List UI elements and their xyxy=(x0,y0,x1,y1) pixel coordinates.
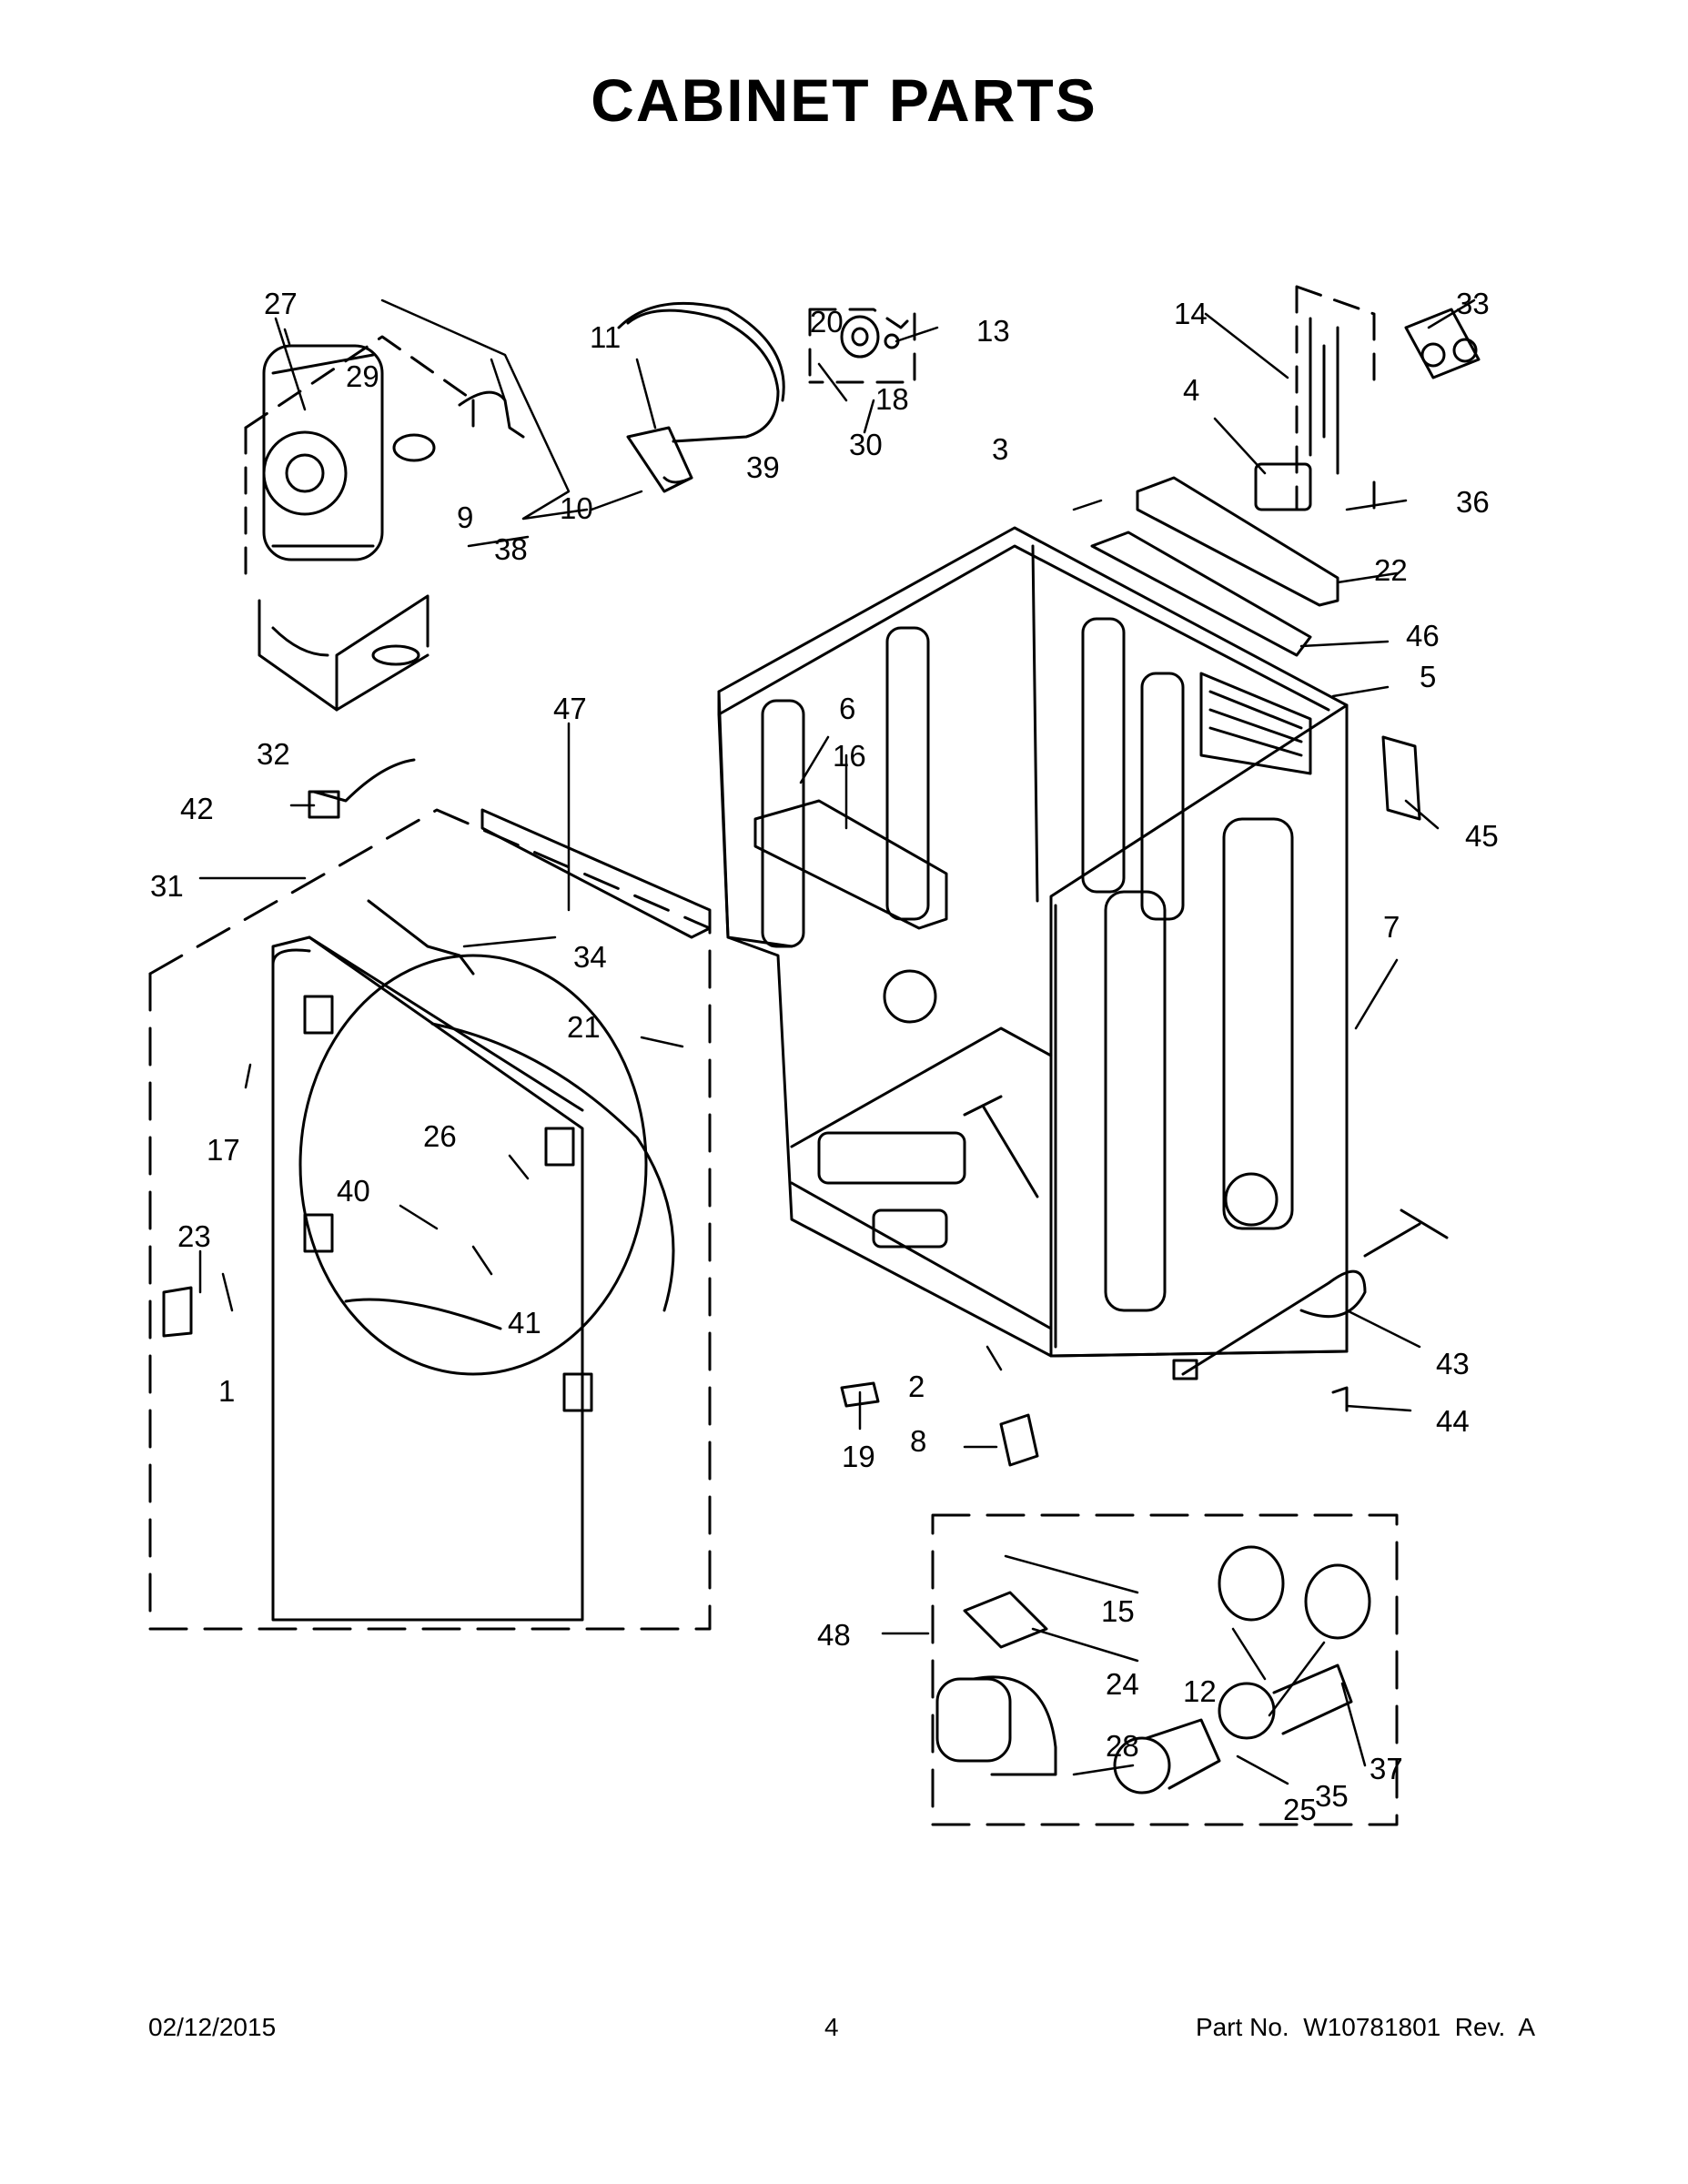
belt-drawing xyxy=(617,301,785,493)
callout-24: 24 xyxy=(1106,1667,1139,1701)
callout-28: 28 xyxy=(1106,1729,1139,1763)
callout-20: 20 xyxy=(810,305,844,339)
control-brackets-drawing xyxy=(1090,285,1481,657)
callout-7: 7 xyxy=(1383,910,1400,944)
callout-2: 2 xyxy=(908,1370,925,1403)
callout-4: 4 xyxy=(1183,373,1199,407)
callout-labels: 1 2 3 4 5 6 7 8 9 10 11 12 13 14 15 16 1… xyxy=(150,287,1499,1826)
page-title: CABINET PARTS xyxy=(591,66,1097,134)
callout-25: 25 xyxy=(1283,1793,1317,1826)
callout-1: 1 xyxy=(218,1374,235,1408)
cabinet-drawing xyxy=(717,526,1349,1358)
power-cord-drawing xyxy=(1172,1208,1449,1380)
callout-19: 19 xyxy=(842,1440,875,1473)
callout-16: 16 xyxy=(833,739,866,773)
callout-41: 41 xyxy=(508,1306,541,1340)
rails-and-wires-drawing xyxy=(308,758,948,976)
callout-40: 40 xyxy=(337,1174,370,1208)
callout-46: 46 xyxy=(1406,619,1440,652)
footer-date: 02/12/2015 xyxy=(148,2013,277,2041)
front-panel-drawing xyxy=(148,808,712,1631)
footer-page-number: 4 xyxy=(824,2013,839,2041)
motor-assembly-drawing xyxy=(244,335,525,712)
callout-14: 14 xyxy=(1174,297,1208,330)
callout-17: 17 xyxy=(207,1133,240,1167)
callout-47: 47 xyxy=(553,692,587,725)
callout-8: 8 xyxy=(910,1424,926,1458)
callout-27: 27 xyxy=(264,287,298,320)
callout-10: 10 xyxy=(560,491,593,525)
callout-21: 21 xyxy=(567,1010,601,1044)
callout-18: 18 xyxy=(875,382,909,416)
callout-43: 43 xyxy=(1436,1347,1470,1380)
callout-31: 31 xyxy=(150,869,184,903)
callout-45: 45 xyxy=(1465,819,1499,853)
footer-part-number: Part No. W10781801 Rev. A xyxy=(1195,2013,1535,2041)
callout-44: 44 xyxy=(1436,1404,1470,1438)
callout-3: 3 xyxy=(992,432,1008,466)
misc-parts-drawing xyxy=(162,735,1421,1467)
vent-kit-drawing xyxy=(931,1513,1399,1826)
callout-13: 13 xyxy=(976,314,1010,348)
callout-36: 36 xyxy=(1456,485,1490,519)
callout-29: 29 xyxy=(346,359,379,393)
callout-11: 11 xyxy=(590,320,621,354)
callout-48: 48 xyxy=(817,1618,851,1652)
callout-37: 37 xyxy=(1370,1752,1403,1785)
callout-39: 39 xyxy=(746,450,780,484)
callout-26: 26 xyxy=(423,1119,457,1153)
callout-15: 15 xyxy=(1101,1594,1135,1628)
callout-35: 35 xyxy=(1315,1779,1349,1813)
leader-lines xyxy=(198,298,1476,1785)
callout-12: 12 xyxy=(1183,1674,1217,1708)
callout-42: 42 xyxy=(180,792,214,825)
callout-30: 30 xyxy=(849,428,883,461)
callout-34: 34 xyxy=(573,940,607,974)
callout-22: 22 xyxy=(1374,553,1408,587)
callout-9: 9 xyxy=(457,500,473,534)
callout-33: 33 xyxy=(1456,287,1490,320)
callout-38: 38 xyxy=(494,532,528,566)
callout-6: 6 xyxy=(839,692,855,725)
callout-32: 32 xyxy=(257,737,290,771)
callout-23: 23 xyxy=(177,1219,211,1253)
callout-5: 5 xyxy=(1420,660,1436,693)
